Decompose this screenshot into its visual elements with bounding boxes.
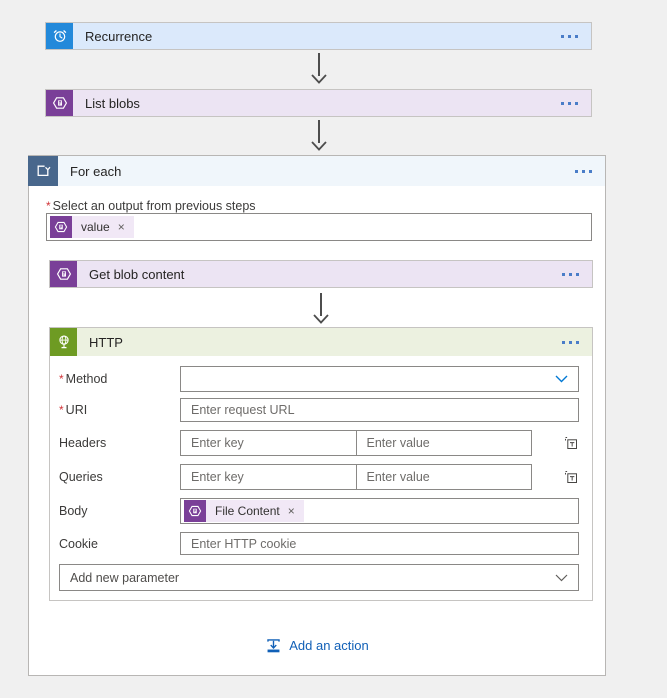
arrow-head-icon: [311, 141, 327, 151]
for-each-more-options-button[interactable]: [573, 166, 594, 177]
body-label: Body: [59, 504, 88, 518]
required-marker: *: [59, 403, 64, 417]
required-marker: *: [59, 372, 64, 386]
method-label: *Method: [59, 372, 108, 386]
file-content-token-remove-icon[interactable]: ×: [287, 504, 295, 518]
value-token-label: value: [81, 220, 110, 234]
for-each-header[interactable]: For each: [28, 155, 605, 186]
queries-key-input[interactable]: [181, 465, 356, 489]
arrow-head-icon: [313, 314, 329, 324]
headers-key-value-row: [180, 430, 532, 456]
headers-switch-to-text-view-icon[interactable]: [562, 434, 580, 452]
insert-action-icon: [267, 639, 280, 653]
http-more-options-button[interactable]: [560, 337, 581, 348]
queries-key-value-row: [180, 464, 532, 490]
headers-key-input[interactable]: [181, 431, 356, 455]
blob-token-icon: [184, 500, 206, 522]
for-each-loop-icon: [28, 155, 58, 186]
blob-storage-icon: [50, 261, 77, 287]
add-new-parameter-dropdown[interactable]: Add new parameter: [59, 564, 579, 591]
get-blob-content-title: Get blob content: [89, 266, 185, 282]
add-an-action-label: Add an action: [289, 638, 369, 653]
http-globe-icon: [50, 328, 77, 356]
blob-storage-icon: [46, 90, 73, 116]
for-each-output-label: *Select an output from previous steps: [46, 199, 256, 213]
method-combobox[interactable]: [180, 366, 579, 392]
queries-switch-to-text-view-icon[interactable]: [562, 468, 580, 486]
list-blobs-more-options-button[interactable]: [559, 98, 580, 109]
method-input[interactable]: [181, 367, 555, 391]
required-marker: *: [46, 199, 51, 213]
chevron-down-icon[interactable]: [555, 375, 568, 383]
queries-label: Queries: [59, 470, 103, 484]
uri-label: *URI: [59, 403, 88, 417]
add-an-action-button[interactable]: Add an action: [261, 635, 373, 656]
get-blob-content-more-options-button[interactable]: [560, 269, 581, 280]
recurrence-clock-icon: [46, 23, 73, 49]
connector-arrow: [308, 53, 330, 84]
get-blob-content-node[interactable]: Get blob content: [49, 260, 593, 288]
queries-value-input[interactable]: [356, 465, 531, 489]
file-content-token[interactable]: File Content ×: [184, 500, 304, 522]
headers-value-input[interactable]: [356, 431, 531, 455]
headers-label: Headers: [59, 436, 107, 450]
body-field[interactable]: File Content ×: [180, 498, 579, 524]
cookie-field[interactable]: [180, 532, 579, 555]
for-each-scope: For each *Select an output from previous…: [28, 155, 606, 676]
cookie-input[interactable]: [181, 533, 578, 554]
value-token-remove-icon[interactable]: ×: [117, 220, 125, 234]
add-action-row: Add an action: [29, 635, 605, 656]
for-each-output-input[interactable]: value ×: [46, 213, 592, 241]
add-new-parameter-label: Add new parameter: [70, 570, 180, 585]
arrow-head-icon: [311, 74, 327, 84]
list-blobs-title: List blobs: [85, 95, 140, 111]
connector-arrow: [308, 120, 330, 151]
for-each-title: For each: [70, 163, 122, 179]
connector-arrow: [310, 293, 332, 324]
file-content-token-label: File Content: [215, 504, 280, 518]
blob-token-icon: [50, 216, 72, 238]
recurrence-title: Recurrence: [85, 28, 153, 44]
uri-field[interactable]: [180, 398, 579, 422]
recurrence-node[interactable]: Recurrence: [45, 22, 592, 50]
value-token[interactable]: value ×: [50, 216, 134, 238]
cookie-label: Cookie: [59, 536, 98, 551]
chevron-down-icon[interactable]: [555, 574, 568, 582]
http-node: HTTP *Method *URI Headers: [49, 327, 593, 601]
uri-input[interactable]: [181, 399, 578, 421]
http-title: HTTP: [89, 334, 123, 350]
recurrence-more-options-button[interactable]: [559, 31, 580, 42]
list-blobs-node[interactable]: List blobs: [45, 89, 592, 117]
http-header[interactable]: HTTP: [50, 328, 592, 356]
